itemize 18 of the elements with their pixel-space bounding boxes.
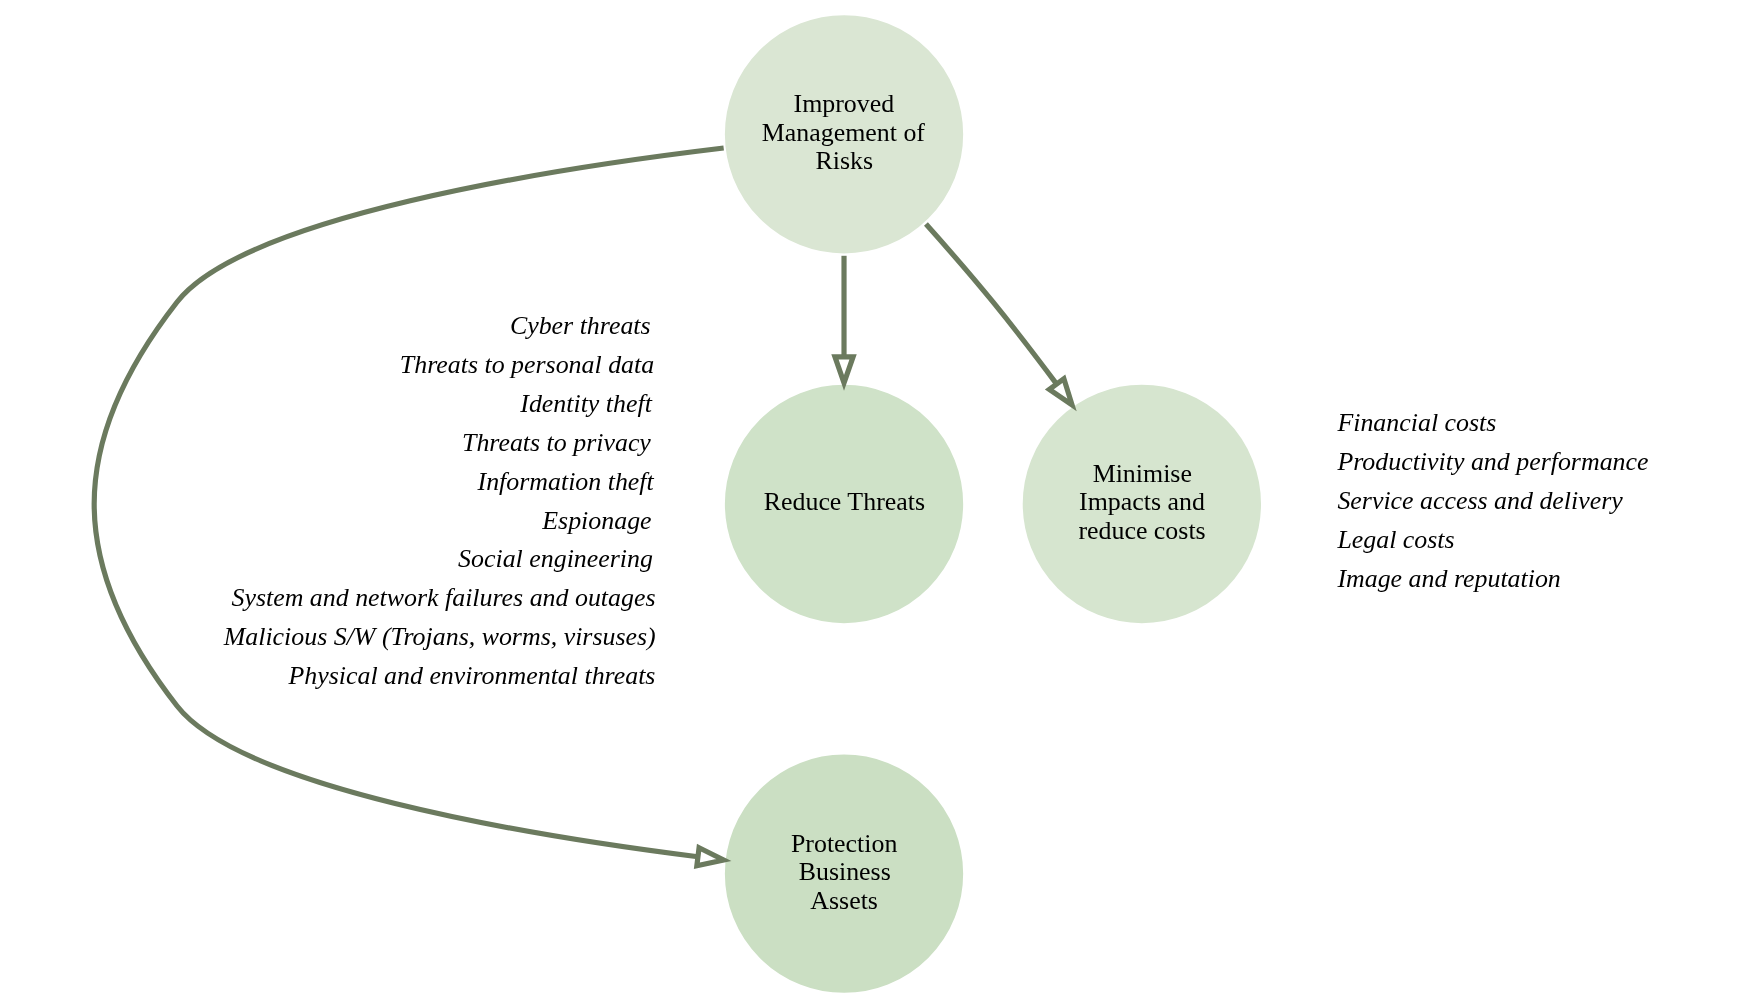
- label: Social engineering: [458, 544, 653, 574]
- label: Productivity and performance: [1337, 447, 1649, 477]
- arrow: [831, 255, 857, 391]
- label: Identity theft: [520, 389, 652, 419]
- label: Legal costs: [1337, 525, 1455, 555]
- label: Image and reputation: [1337, 563, 1561, 593]
- label: Information theft: [477, 466, 654, 496]
- arrow: [91, 145, 732, 870]
- label: Malicious S/W (Trojans, worms, virsuses): [223, 622, 656, 652]
- label: Physical and environmental threats: [288, 661, 656, 691]
- label: Threats to personal data: [399, 350, 655, 380]
- arrow: [924, 222, 1077, 412]
- label: Espionage: [542, 505, 652, 535]
- label: Cyber threats: [509, 311, 651, 341]
- label: Financial costs: [1337, 408, 1497, 438]
- label: Service access and delivery: [1337, 486, 1623, 516]
- label: System and network failures and outages: [231, 583, 656, 613]
- label: Threats to privacy: [461, 427, 651, 457]
